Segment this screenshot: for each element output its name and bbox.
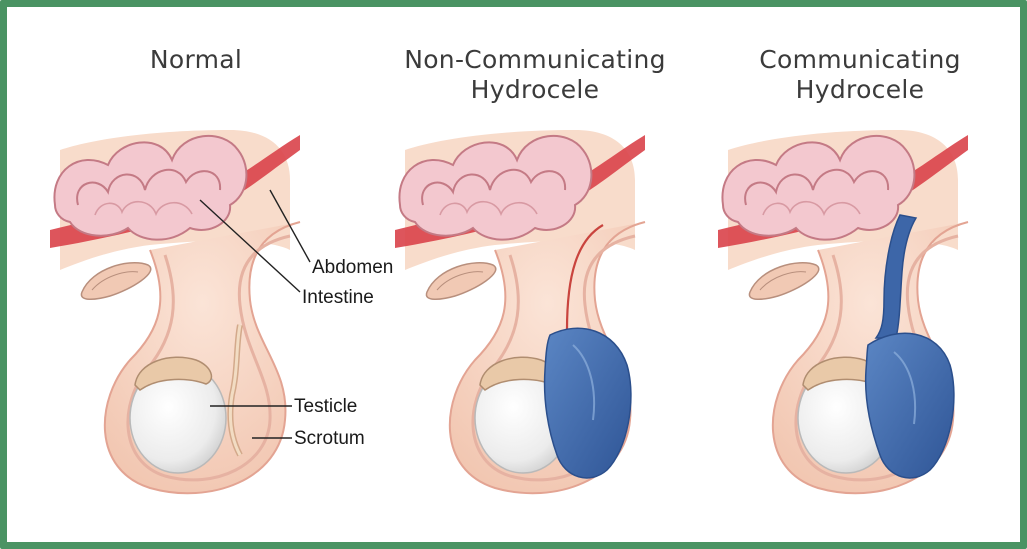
label-scrotum: Scrotum [294, 428, 365, 449]
panel-non-communicating [395, 130, 645, 493]
fluid-sac [545, 328, 631, 478]
label-intestine: Intestine [302, 287, 374, 308]
panel-normal: Abdomen Intestine Testicle Scrotum [50, 130, 393, 493]
label-testicle: Testicle [294, 396, 357, 417]
label-abdomen: Abdomen [312, 257, 393, 278]
panel-communicating [718, 130, 968, 493]
